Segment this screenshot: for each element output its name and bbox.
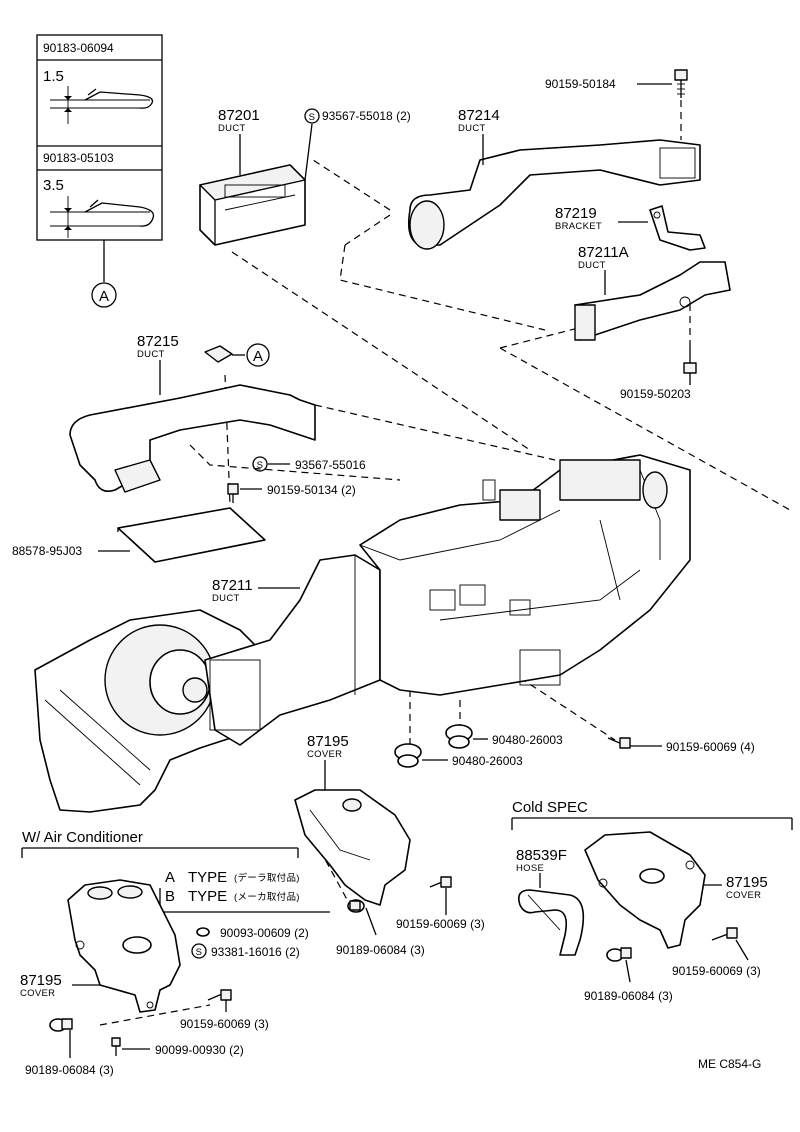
type-a-note: (デーラ取付品) <box>234 872 300 884</box>
part-87214-number: 87214 <box>458 107 500 124</box>
part-93381-16016: 93381-16016 (2) <box>211 945 300 959</box>
ac-part-90099-00930: 90099-00930 (2) <box>155 1043 244 1057</box>
part-87215-number: 87215 <box>137 333 179 350</box>
clip-b-part-number: 90183-05103 <box>43 151 114 165</box>
part-93567-55018: 93567-55018 (2) <box>322 109 411 123</box>
ref-circle-a-2 <box>246 343 270 367</box>
part-87195-top-number: 87195 <box>307 733 349 750</box>
bolt-90159-50184-icon <box>674 69 688 98</box>
cold-88539f-number: 88539F <box>516 847 567 864</box>
cold-88539f-name: HOSE <box>516 863 544 874</box>
screw-90159-60069-center-icon <box>429 876 452 888</box>
pad-88578-drawing <box>117 507 266 563</box>
washer-90093-icon <box>196 927 210 937</box>
part-87201-number: 87201 <box>218 107 260 124</box>
ac-section-title: W/ Air Conditioner <box>22 829 143 846</box>
heater-unit-assembly-drawing <box>34 454 691 813</box>
screw-90159-50134-icon <box>227 483 239 503</box>
ac-part-87195-name: COVER <box>20 988 55 999</box>
part-87219-number: 87219 <box>555 205 597 222</box>
duct-87201-drawing <box>199 164 306 246</box>
hose-88539f-drawing <box>517 889 585 956</box>
part-90093-00609: 90093-00609 (2) <box>220 926 309 940</box>
cover-87195-center-drawing <box>294 789 411 906</box>
s-mark-letter-2: S <box>257 460 264 471</box>
clip-a-dimension: 1.5 <box>43 68 64 85</box>
s-mark-letter: S <box>309 112 316 123</box>
part-90159-50203: 90159-50203 <box>620 387 691 401</box>
grommet-90480-a-icon <box>445 724 473 749</box>
clip-a-small-icon <box>204 345 233 363</box>
screw-90099-icon <box>111 1037 121 1056</box>
screw-90159-60069-cold-icon <box>711 927 738 941</box>
nut-90189-center-icon <box>347 899 365 913</box>
part-90159-60069-4: 90159-60069 (4) <box>666 740 755 754</box>
screw-90159-60069-ac-icon <box>207 989 232 1001</box>
bracket-87219-drawing <box>649 205 706 251</box>
part-93567-55016: 93567-55016 <box>295 458 366 472</box>
clip-a-drawing <box>50 86 154 124</box>
ac-part-87195-number: 87195 <box>20 972 62 989</box>
s-mark-icon <box>304 108 320 124</box>
part-87201-name: DUCT <box>218 123 246 134</box>
cold-spec-title: Cold SPEC <box>512 799 588 816</box>
cold-87195-number: 87195 <box>726 874 768 891</box>
ac-part-90159-60069: 90159-60069 (3) <box>180 1017 269 1031</box>
grommet-90480-b-icon <box>394 743 422 768</box>
part-90159-60069-3-center: 90159-60069 (3) <box>396 917 485 931</box>
nut-90189-cold-icon <box>606 947 632 962</box>
type-b-note: (メーカ取付品) <box>234 892 300 903</box>
ac-part-90189-06084: 90189-06084 (3) <box>25 1063 114 1077</box>
part-87195-top-name: COVER <box>307 749 342 760</box>
clip-inset: 90183-06094 1.5 90183-05103 3.5 A <box>36 34 163 308</box>
part-90480-26003-a: 90480-26003 <box>492 733 563 747</box>
cold-part-90159-60069: 90159-60069 (3) <box>672 964 761 978</box>
screw-90159-60069-4-icon <box>607 737 631 749</box>
part-87214-name: DUCT <box>458 123 486 134</box>
part-87219-name: BRACKET <box>555 221 602 232</box>
part-90159-50184: 90159-50184 <box>545 77 616 91</box>
part-87215-name: DUCT <box>137 349 165 360</box>
part-87211-name: DUCT <box>212 593 240 604</box>
s-mark-icon-3 <box>191 943 207 959</box>
s-mark-letter-3: S <box>196 947 203 958</box>
part-87211a-name: DUCT <box>578 260 606 271</box>
cover-87195-cold-drawing <box>584 831 706 949</box>
ref-letter-a-2: A <box>253 348 263 365</box>
part-87211-number: 87211 <box>212 577 253 594</box>
part-88578-95j03: 88578-95J03 <box>12 544 82 558</box>
figure-code: ME C854-G <box>698 1057 761 1071</box>
cold-part-90189-06084: 90189-06084 (3) <box>584 989 673 1003</box>
ref-circle-a <box>91 282 117 308</box>
part-90159-50134: 90159-50134 (2) <box>267 483 356 497</box>
part-87211a-number: 87211A <box>578 244 629 261</box>
cold-87195-name: COVER <box>726 890 761 901</box>
bolt-90159-50203-icon <box>683 345 697 374</box>
part-90189-06084-3-center: 90189-06084 (3) <box>336 943 425 957</box>
nut-90189-ac-icon <box>49 1018 73 1032</box>
type-b-word: TYPE <box>188 888 227 905</box>
duct-87214-drawing <box>407 139 701 250</box>
s-mark-icon-2 <box>252 456 268 472</box>
cover-87195-ac-drawing <box>67 879 181 1013</box>
duct-87211a-drawing <box>574 261 731 341</box>
clip-b-drawing <box>50 196 155 238</box>
clip-b-dimension: 3.5 <box>43 177 64 194</box>
ref-letter-a: A <box>99 288 109 305</box>
clip-a-part-number: 90183-06094 <box>43 41 114 55</box>
part-90480-26003-b: 90480-26003 <box>452 754 523 768</box>
duct-87215-drawing <box>69 384 316 493</box>
type-a-letter: A <box>165 869 175 886</box>
type-b-letter: B <box>165 888 175 905</box>
type-a-word: TYPE <box>188 869 227 886</box>
